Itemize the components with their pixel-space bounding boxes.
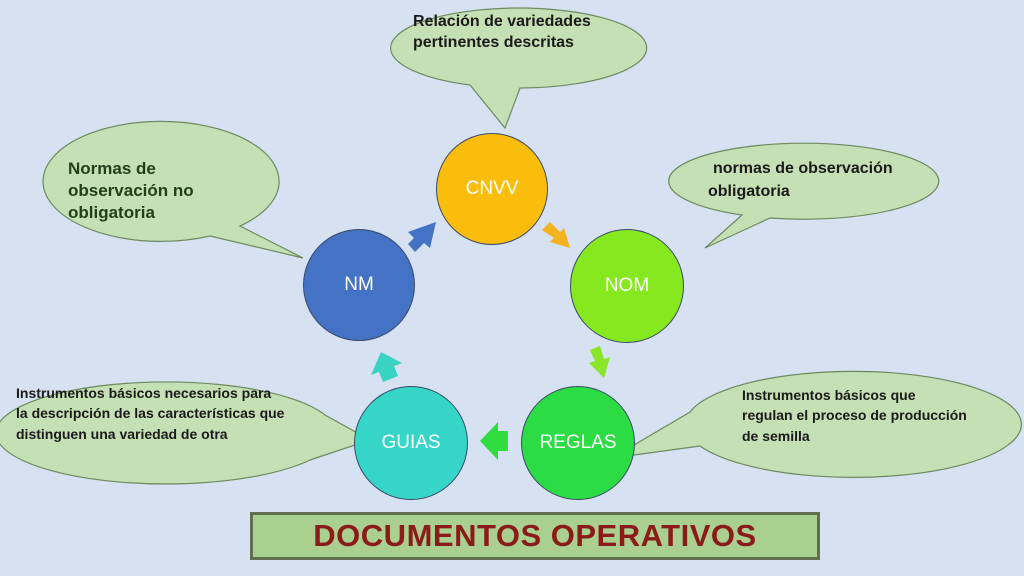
callout-nm-line2: observación no [68,181,194,201]
callout-nom-text: normas de observación obligatoria [708,157,893,203]
callout-nm-line1: Normas de [68,159,156,178]
callout-nom-bubble [668,142,940,249]
node-guias: GUIAS [354,386,468,500]
callout-guias-line1: Instrumentos básicos necesarios para [16,385,272,401]
callout-nom-line2: obligatoria [708,183,790,201]
callout-reglas-text: Instrumentos básicos que regulan el proc… [742,385,967,446]
arrow-nom-to-reglas [589,346,610,378]
callout-guias-bubble [0,381,372,485]
callout-reglas-line1: Instrumentos básicos que [742,387,916,403]
node-nm: NM [303,229,415,341]
callout-cnvv-text: Relación de variedades pertinentes descr… [413,12,591,54]
callout-guias-line3: distinguen una variedad de otra [16,425,228,442]
node-nom-label: NOM [604,275,650,296]
callout-guias-text: Instrumentos básicos necesarios para la … [16,383,284,444]
callout-nm-text: Normas de observación no obligatoria [68,158,194,224]
node-reglas: REGLAS [521,386,635,500]
arrow-guias-to-nm [371,352,402,382]
callout-cnvv-line1: Relación de variedades [413,13,591,30]
arrow-cnvv-to-nom [542,222,570,248]
callout-nm-line3: obligatoria [68,203,155,223]
callout-reglas-bubble [611,370,1022,478]
callout-reglas-line2: regulan el proceso de producción [742,407,967,424]
callout-cnvv-bubble [390,7,648,130]
diagram-title: DOCUMENTOS OPERATIVOS [313,518,757,553]
callout-nm-bubble [42,120,304,259]
node-guias-label: GUIAS [381,432,441,453]
title-box: DOCUMENTOS OPERATIVOS [250,512,820,560]
arrow-nm-to-cnvv [408,222,436,252]
node-nm-label: NM [344,274,374,295]
callout-guias-line2: la descripción de las características qu… [16,405,285,422]
node-cnvv: CNVV [436,133,548,245]
arrow-reglas-to-guias [480,422,508,460]
callout-reglas-line3: de semilla [742,427,810,444]
node-reglas-label: REGLAS [539,432,617,453]
callout-cnvv-line2: pertinentes descritas [413,33,574,51]
callout-nom-line1: normas de observación [713,160,893,177]
node-nom: NOM [570,229,684,343]
node-cnvv-label: CNVV [465,178,519,199]
